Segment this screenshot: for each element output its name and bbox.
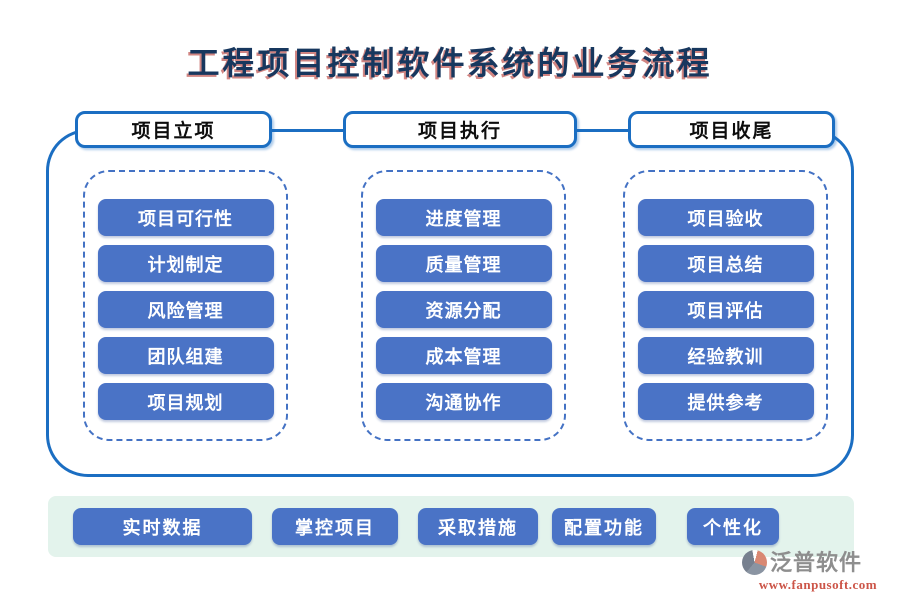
flow-node: 计划制定	[97, 245, 274, 282]
flow-node: 项目验收	[637, 199, 814, 236]
flow-node: 风险管理	[97, 291, 274, 328]
footer-pill: 实时数据	[73, 508, 252, 545]
stage-header-closing: 项目收尾	[628, 111, 835, 148]
flow-node: 项目总结	[637, 245, 814, 282]
footer-feature-bar: 实时数据 掌控项目 采取措施 配置功能 个性化	[48, 496, 854, 557]
flow-node: 质量管理	[375, 245, 552, 282]
footer-pill: 配置功能	[552, 508, 656, 545]
stage-column-initiation: 项目可行性 计划制定 风险管理 团队组建 项目规划	[83, 170, 288, 441]
footer-pill: 采取措施	[418, 508, 538, 545]
stage-header-initiation: 项目立项	[75, 111, 272, 148]
flow-node: 提供参考	[637, 383, 814, 420]
stage-column-execution: 进度管理 质量管理 资源分配 成本管理 沟通协作	[361, 170, 566, 441]
stage-header-execution: 项目执行	[343, 111, 577, 148]
brand-url: www.fanpusoft.com	[758, 577, 878, 592]
flow-node: 资源分配	[375, 291, 552, 328]
fanpu-logo-icon	[742, 550, 767, 575]
flow-node: 项目评估	[637, 291, 814, 328]
flow-node: 沟通协作	[375, 383, 552, 420]
flow-container: 项目可行性 计划制定 风险管理 团队组建 项目规划 进度管理 质量管理 资源分配…	[46, 129, 854, 477]
footer-pill: 个性化	[687, 508, 779, 545]
flow-node: 团队组建	[97, 337, 274, 374]
flow-node: 进度管理	[375, 199, 552, 236]
flow-node: 成本管理	[375, 337, 552, 374]
flow-node: 经验教训	[637, 337, 814, 374]
brand-watermark: 泛普软件 www.fanpusoft.com	[742, 550, 894, 593]
diagram-title: 工程项目控制软件系统的业务流程	[187, 45, 713, 81]
brand-name: 泛普软件	[770, 549, 863, 575]
flow-node: 项目可行性	[97, 199, 274, 236]
stage-column-closing: 项目验收 项目总结 项目评估 经验教训 提供参考	[623, 170, 828, 441]
footer-pill: 掌控项目	[272, 508, 398, 545]
flow-node: 项目规划	[97, 383, 274, 420]
